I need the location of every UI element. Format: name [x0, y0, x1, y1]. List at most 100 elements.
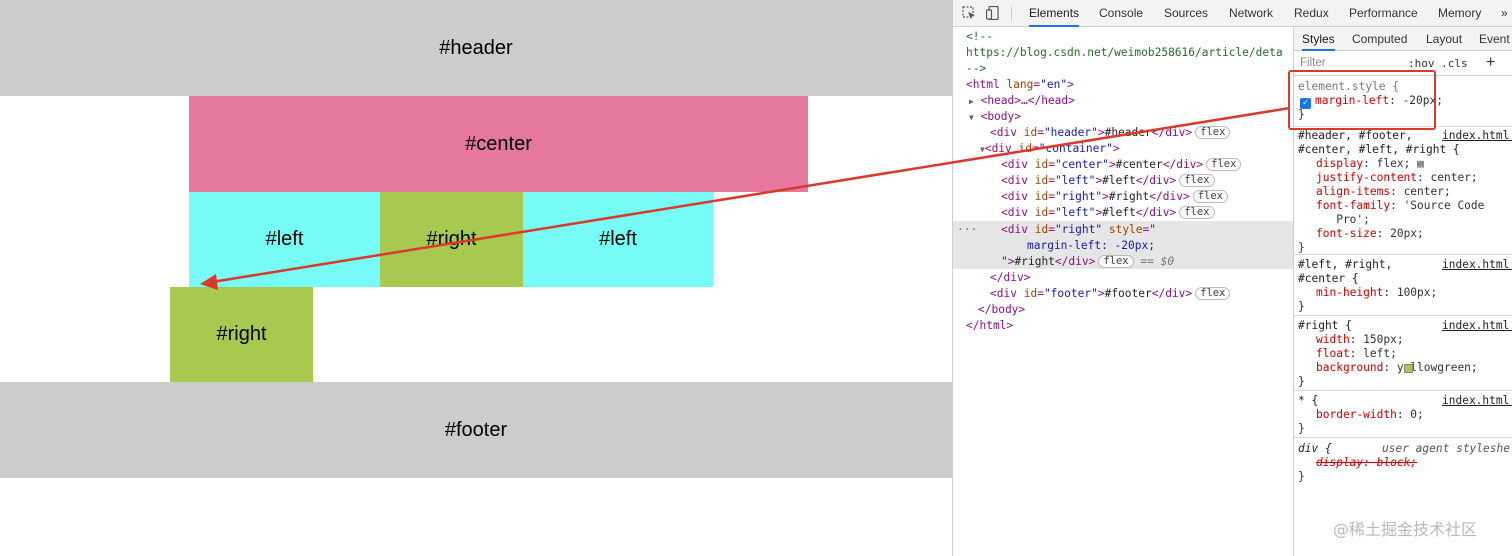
styles-filter-bar: Filter :hov .cls +	[1294, 52, 1512, 76]
dom-container-node[interactable]: ▼<div id="container">	[980, 142, 1120, 155]
flex-badge[interactable]: flex	[1179, 206, 1215, 219]
rule-element-style: element.style { ✓margin-left: -20px; }	[1294, 77, 1512, 127]
expand-arrow-icon[interactable]: ▶	[969, 97, 974, 106]
checkbox-checked-icon[interactable]: ✓	[1300, 98, 1311, 109]
style-declaration[interactable]: display: flex; ▦	[1316, 157, 1424, 170]
rule-source-link[interactable]: index.html:	[1442, 394, 1512, 407]
rule-selector: #header, #footer,	[1298, 129, 1413, 142]
style-declaration-cont: Pro';	[1316, 213, 1370, 226]
rule-close: }	[1298, 108, 1305, 121]
tab-redux[interactable]: Redux	[1294, 6, 1329, 20]
inspect-element-icon[interactable]	[962, 6, 976, 20]
elements-tree: <!-- https://blog.csdn.net/weimob258616/…	[953, 27, 1293, 556]
device-toolbar-icon[interactable]	[986, 6, 1000, 20]
left-block-1: #left	[189, 192, 380, 287]
style-declaration[interactable]: align-items: center;	[1316, 185, 1451, 198]
footer-block: #footer	[0, 382, 952, 478]
style-declaration[interactable]: min-height: 100px;	[1316, 286, 1438, 299]
dom-head-node[interactable]: ▶ <head>…</head>	[969, 94, 1075, 107]
flex-badge[interactable]: flex	[1206, 158, 1242, 171]
right-block-1: #right	[380, 192, 523, 287]
style-declaration-overridden[interactable]: display: block;	[1316, 456, 1418, 469]
dom-right-node-2-close[interactable]: ">#right</div>flex == $0	[1001, 255, 1175, 268]
style-declaration[interactable]: font-size: 20px;	[1316, 227, 1424, 240]
more-tabs-button[interactable]: »	[1501, 6, 1508, 20]
tab-memory[interactable]: Memory	[1438, 6, 1482, 20]
tab-network[interactable]: Network	[1229, 6, 1274, 20]
dom-body-close[interactable]: </body>	[978, 303, 1026, 316]
flex-badge[interactable]: flex	[1192, 190, 1228, 203]
tab-styles[interactable]: Styles	[1302, 27, 1335, 51]
right-block-2: #right	[170, 287, 313, 382]
styles-pane: Styles Computed Layout Event L Filter :h…	[1293, 27, 1512, 556]
dom-html-close[interactable]: </html>	[966, 319, 1014, 332]
right-label-2: #right	[216, 323, 267, 345]
page-preview: #header #center #left #right #left #righ…	[0, 0, 952, 478]
rule-selector: #left, #right,	[1298, 258, 1393, 271]
dom-footer-node[interactable]: <div id="footer">#footer</div>flex	[990, 286, 1231, 302]
left-label-2: #left	[599, 228, 637, 250]
annotation-highlight-box	[1288, 70, 1436, 130]
rule-source-link[interactable]: index.html:	[1442, 319, 1512, 332]
dom-left-node-2[interactable]: <div id="left">#left</div>flex	[1001, 205, 1215, 221]
dom-body-node[interactable]: ▼ <body>	[969, 110, 1021, 123]
styles-tabbar: Styles Computed Layout Event L	[1294, 27, 1512, 51]
style-declaration[interactable]: justify-content: center;	[1316, 171, 1478, 184]
style-declaration[interactable]: background: yellowgreen;	[1316, 361, 1478, 374]
footer-label: #footer	[444, 418, 508, 441]
toolbar-divider	[1011, 6, 1012, 21]
flex-badge[interactable]: flex	[1195, 287, 1231, 300]
rule-source-link[interactable]: index.html:	[1442, 129, 1512, 142]
style-declaration[interactable]: width: 150px;	[1316, 333, 1404, 346]
dom-html-node[interactable]: <html lang="en">	[966, 78, 1074, 91]
rule-flex-center: #header, #footer, index.html: #center, #…	[1294, 127, 1512, 255]
tab-elements[interactable]: Elements	[1029, 0, 1080, 27]
rule-source-label: user agent styleshe	[1382, 442, 1510, 455]
element-style-declaration[interactable]: ✓margin-left: -20px;	[1300, 94, 1443, 109]
dom-header-node[interactable]: <div id="header">#header</div>flex	[990, 125, 1231, 141]
rule-selector: * {	[1298, 394, 1319, 407]
rule-right: #right { index.html: width: 150px; float…	[1294, 317, 1512, 391]
hov-cls-toggle[interactable]: :hov .cls	[1408, 57, 1468, 70]
flex-badge[interactable]: flex	[1195, 126, 1231, 139]
header-block: #header	[0, 0, 952, 96]
dom-container-close[interactable]: </div>	[990, 271, 1031, 284]
style-declaration[interactable]: font-family: 'Source Code	[1316, 199, 1485, 212]
tab-sources[interactable]: Sources	[1164, 6, 1209, 20]
rule-universal: * { index.html: border-width: 0; }	[1294, 392, 1512, 438]
rule-close: }	[1298, 241, 1305, 254]
style-declaration[interactable]: border-width: 0;	[1316, 408, 1424, 421]
dom-right-node-2[interactable]: <div id="right" style="	[1001, 223, 1157, 236]
tab-console[interactable]: Console	[1099, 6, 1144, 20]
dom-right-node-1[interactable]: <div id="right">#right</div>flex	[1001, 189, 1228, 205]
dom-inline-style[interactable]: margin-left: -20px;	[1027, 239, 1155, 252]
rule-selector: #center {	[1298, 272, 1359, 285]
rule-selector: div {	[1298, 442, 1332, 455]
dom-left-node-1[interactable]: <div id="left">#left</div>flex	[1001, 173, 1215, 189]
rule-selector: #center, #left, #right {	[1298, 143, 1460, 156]
left-label-1: #left	[265, 228, 304, 250]
devtools-panel: Elements Console Sources Network Redux P…	[952, 0, 1512, 556]
dom-comment-url: https://blog.csdn.net/weimob258616/artic…	[966, 46, 1283, 59]
rule-min-height: #left, #right, index.html: #center { min…	[1294, 256, 1512, 316]
rule-close: }	[1298, 422, 1305, 435]
tab-layout[interactable]: Layout	[1426, 32, 1463, 46]
tab-event-listeners[interactable]: Event L	[1479, 32, 1512, 46]
flexbox-editor-icon[interactable]: ▦	[1417, 157, 1424, 170]
style-declaration[interactable]: float: left;	[1316, 347, 1397, 360]
filter-input[interactable]: Filter	[1300, 57, 1326, 69]
dom-node-menu-icon[interactable]: ···	[957, 223, 978, 236]
rule-source-link[interactable]: index.html:	[1442, 258, 1512, 271]
left-block-2: #left	[523, 192, 713, 287]
dom-center-node[interactable]: <div id="center">#center</div>flex	[1001, 157, 1242, 173]
flex-badge[interactable]: flex	[1179, 174, 1215, 187]
tab-computed[interactable]: Computed	[1352, 32, 1408, 46]
rule-close: }	[1298, 300, 1305, 313]
dom-comment-open: <!--	[966, 30, 993, 43]
tab-performance[interactable]: Performance	[1349, 6, 1418, 20]
new-rule-button[interactable]: +	[1486, 54, 1496, 71]
collapse-arrow-icon[interactable]: ▼	[969, 113, 974, 122]
flex-badge[interactable]: flex	[1098, 255, 1134, 268]
header-label: #header	[439, 36, 513, 59]
color-swatch-icon[interactable]	[1404, 364, 1413, 373]
